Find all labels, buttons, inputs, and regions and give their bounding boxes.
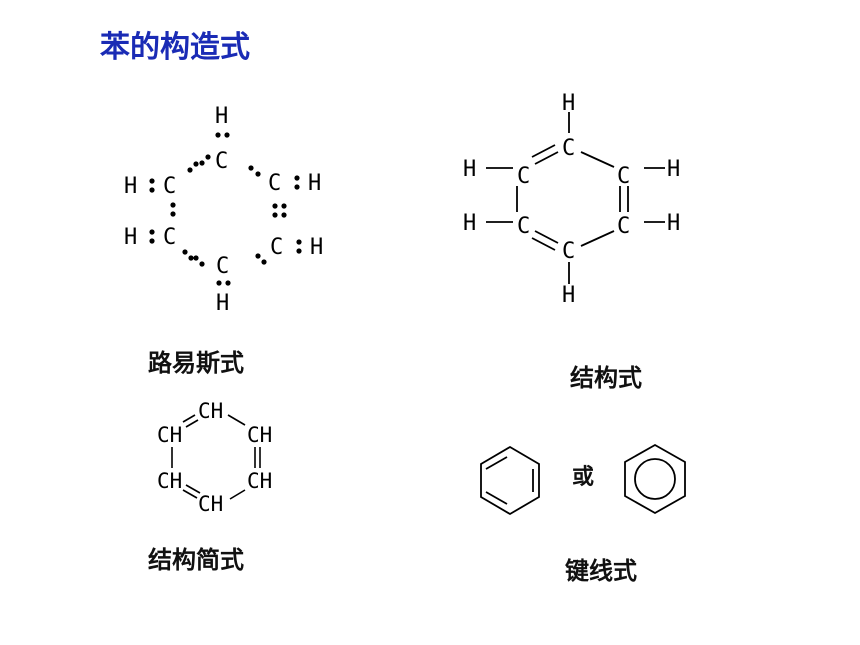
- lewis-c-top: C: [215, 149, 228, 174]
- lewis-c-upper-left: C: [163, 174, 176, 199]
- condensed-formula: CH CH CH CH CH CH: [157, 399, 272, 516]
- structural-h-upper-right: H: [667, 157, 680, 182]
- structural-h-top: H: [562, 91, 575, 116]
- condensed-ch-upper-left: CH: [157, 423, 182, 447]
- structural-c-lower-left: C: [517, 214, 530, 239]
- structural-formula: H C H C C H H C C H C H: [463, 91, 680, 308]
- structural-c-lower-right: C: [617, 214, 630, 239]
- structural-c-upper-left: C: [517, 164, 530, 189]
- structural-h-upper-left: H: [463, 157, 476, 182]
- kekule-benzene-ring: [480, 445, 540, 516]
- structural-h-bottom: H: [562, 283, 575, 308]
- lewis-c-lower-left: C: [163, 225, 176, 250]
- structural-c-bottom: C: [562, 239, 575, 264]
- condensed-ch-bottom: CH: [198, 492, 223, 516]
- lewis-h-upper-right: H: [308, 171, 321, 196]
- lewis-h-bottom: H: [216, 291, 229, 316]
- condensed-ch-lower-left: CH: [157, 469, 182, 493]
- or-text: 或: [572, 464, 594, 490]
- structural-c-upper-right: C: [617, 164, 630, 189]
- aromatic-benzene-ring: [624, 443, 686, 515]
- condensed-ch-top: CH: [198, 399, 223, 423]
- lewis-c-upper-right: C: [268, 171, 281, 196]
- structural-h-lower-right: H: [667, 211, 680, 236]
- lewis-structure: H C H C C H H C C H C H: [124, 104, 323, 316]
- lewis-electron-dots: [149, 132, 302, 286]
- structural-c-top: C: [562, 136, 575, 161]
- lewis-c-bottom: C: [216, 254, 229, 279]
- skeletal-caption: 键线式: [565, 557, 637, 585]
- condensed-bonds: [171, 414, 261, 500]
- condensed-ch-upper-right: CH: [247, 423, 272, 447]
- lewis-h-lower-left: H: [124, 225, 137, 250]
- structural-h-lower-left: H: [463, 211, 476, 236]
- lewis-h-upper-left: H: [124, 174, 137, 199]
- lewis-c-lower-right: C: [270, 235, 283, 260]
- lewis-h-lower-right: H: [310, 235, 323, 260]
- page-title: 苯的构造式: [100, 30, 250, 65]
- lewis-caption: 路易斯式: [148, 349, 244, 377]
- structural-caption: 结构式: [570, 364, 642, 392]
- structural-bonds: [486, 112, 665, 284]
- condensed-ch-lower-right: CH: [247, 469, 272, 493]
- condensed-caption: 结构简式: [148, 546, 244, 574]
- lewis-h-top: H: [215, 104, 228, 129]
